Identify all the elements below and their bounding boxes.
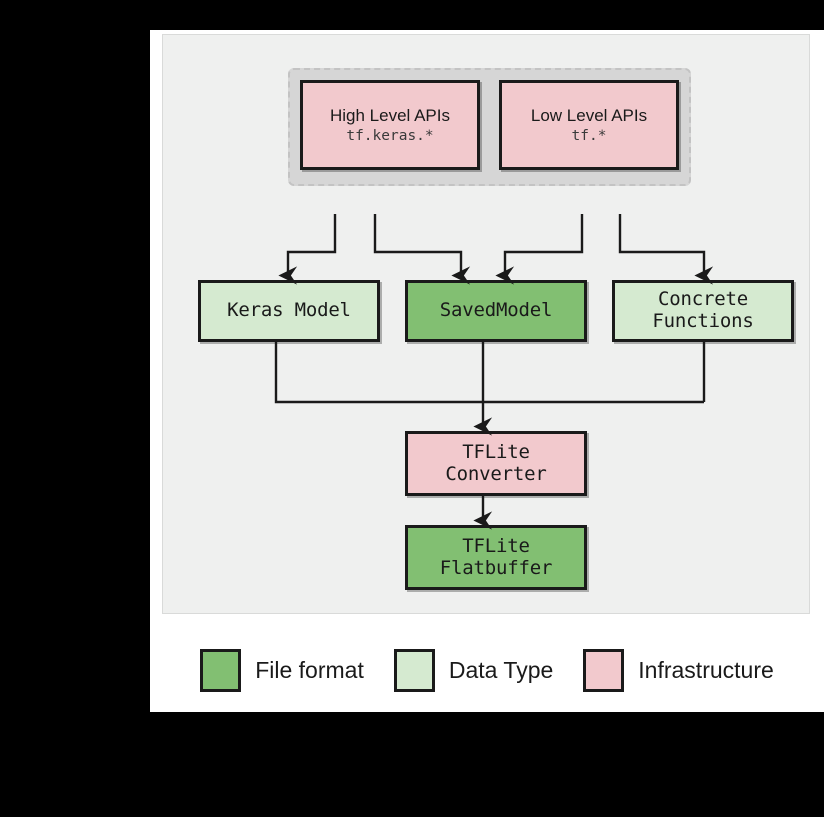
legend-item-infrastructure: Infrastructure: [583, 648, 774, 692]
node-title-line1: Concrete: [658, 288, 748, 311]
legend-label-file-format: File format: [255, 656, 364, 683]
legend: File format Data Type Infrastructure: [150, 628, 824, 712]
legend-item-file-format: File format: [200, 648, 394, 692]
node-concrete-functions[interactable]: Concrete Functions: [612, 280, 794, 342]
node-title: TFLite Converter: [445, 440, 547, 486]
node-saved-model[interactable]: SavedModel: [405, 280, 587, 342]
node-title-line1: TFLite: [462, 534, 530, 557]
node-title-line1: SavedModel: [439, 299, 553, 322]
node-title: Low Level APIs: [530, 105, 648, 125]
node-low-level-apis[interactable]: Low Level APIs tf.*: [499, 80, 679, 170]
node-title: Keras Model: [227, 299, 351, 322]
node-title-line2: Converter: [445, 462, 547, 485]
node-title-line2: Flatbuffer: [439, 556, 553, 579]
node-title: Concrete Functions: [652, 288, 754, 333]
node-title: TFLite Flatbuffer: [439, 534, 553, 580]
node-title-line1: Keras Model: [227, 299, 351, 322]
legend-item-data-type: Data Type: [393, 648, 583, 692]
diagram-card: High Level APIs tf.keras.* Low Level API…: [150, 30, 824, 712]
node-subtitle: tf.*: [571, 128, 607, 145]
legend-swatch-data-type: [393, 648, 435, 692]
legend-label-data-type: Data Type: [448, 656, 554, 683]
node-subtitle: tf.keras.*: [346, 128, 434, 145]
node-title-line1: TFLite: [462, 440, 530, 463]
legend-swatch-file-format: [200, 648, 242, 692]
node-title-line2: Functions: [652, 310, 754, 332]
node-tflite-converter[interactable]: TFLite Converter: [405, 431, 587, 496]
node-title: SavedModel: [439, 299, 553, 322]
node-high-level-apis[interactable]: High Level APIs tf.keras.*: [300, 80, 480, 170]
diagram-panel: High Level APIs tf.keras.* Low Level API…: [162, 34, 810, 614]
legend-swatch-infrastructure: [583, 648, 625, 692]
node-title: High Level APIs: [329, 105, 450, 125]
node-keras-model[interactable]: Keras Model: [198, 280, 380, 342]
node-tflite-flatbuffer[interactable]: TFLite Flatbuffer: [405, 525, 587, 590]
legend-label-infrastructure: Infrastructure: [638, 656, 774, 683]
